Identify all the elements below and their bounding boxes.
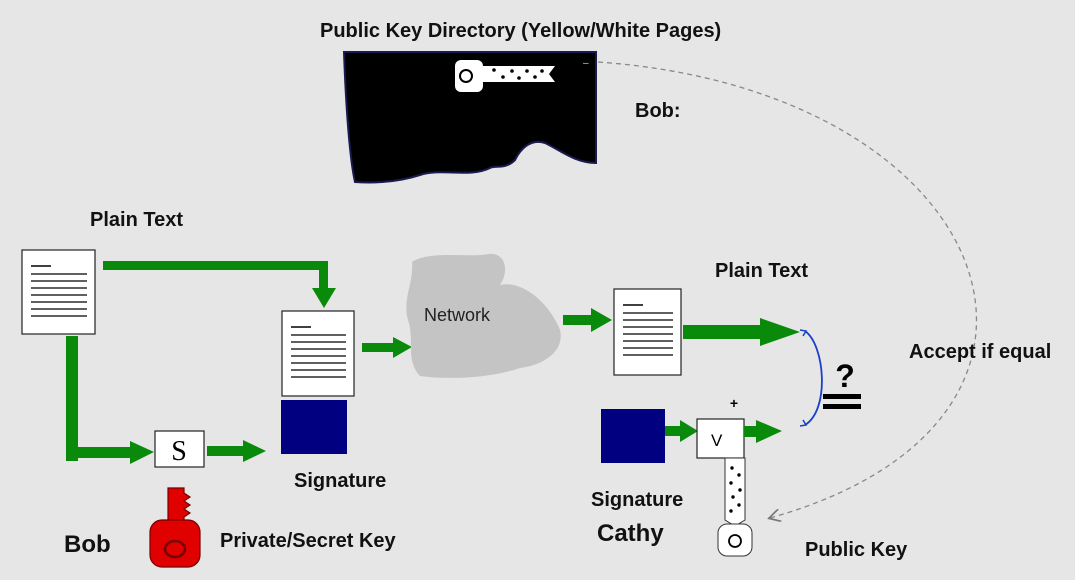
sender-name: Bob — [64, 531, 111, 558]
directory-to-public-key-dashed-arrow — [597, 61, 978, 518]
sender-signature-block — [281, 400, 347, 454]
arrow-sign-box-to-signature — [207, 440, 266, 462]
arrow-signature-to-verify-box — [665, 420, 698, 442]
receiver-plain-text-label: Plain Text — [715, 260, 808, 282]
network-cloud — [406, 253, 561, 378]
sign-box-letter: S — [171, 436, 187, 467]
receiver-name: Cathy — [597, 520, 664, 547]
private-key-icon — [149, 487, 201, 568]
verify-box-letter: V — [711, 431, 723, 450]
compare-question-mark: ? — [835, 358, 855, 394]
sender-plain-text-label: Plain Text — [90, 209, 183, 231]
comparison-bracket — [804, 330, 823, 426]
arrow-plaintext-to-signed-doc — [103, 261, 336, 308]
receiver-plain-text-document — [613, 288, 682, 376]
receiver-signature-label: Signature — [591, 489, 684, 511]
arrow-signed-doc-to-network — [362, 337, 412, 358]
receiver-public-key-icon — [717, 457, 753, 557]
private-key-label: Private/Secret Key — [220, 530, 396, 552]
sender-plain-text-document — [21, 249, 96, 335]
arrow-receiver-doc-to-compare — [683, 318, 800, 346]
bracket-top-tip — [799, 329, 808, 337]
directory-title: Public Key Directory (Yellow/White Pages… — [320, 20, 722, 42]
directory-public-key-icon — [455, 60, 555, 92]
arrow-verify-box-to-compare — [744, 420, 782, 443]
signed-document — [281, 310, 355, 397]
bracket-bottom-tip — [799, 419, 808, 427]
plus-sign: + — [730, 395, 738, 411]
accept-if-equal-label: Accept if equal — [909, 341, 1052, 363]
verify-box: V — [696, 418, 745, 459]
arrow-network-to-receiver-doc — [563, 308, 612, 332]
arrow-plaintext-to-sign-box — [66, 336, 154, 464]
public-key-directory: – — [342, 51, 597, 184]
sign-box: S — [154, 430, 205, 468]
public-key-label: Public Key — [805, 539, 908, 561]
svg-text:–: – — [583, 58, 589, 69]
receiver-signature-block — [601, 409, 665, 463]
network-label: Network — [424, 305, 491, 325]
directory-entry-name: Bob: — [635, 100, 681, 122]
compare-equal-symbol: ? — [823, 358, 861, 409]
sender-signature-label: Signature — [294, 470, 387, 492]
